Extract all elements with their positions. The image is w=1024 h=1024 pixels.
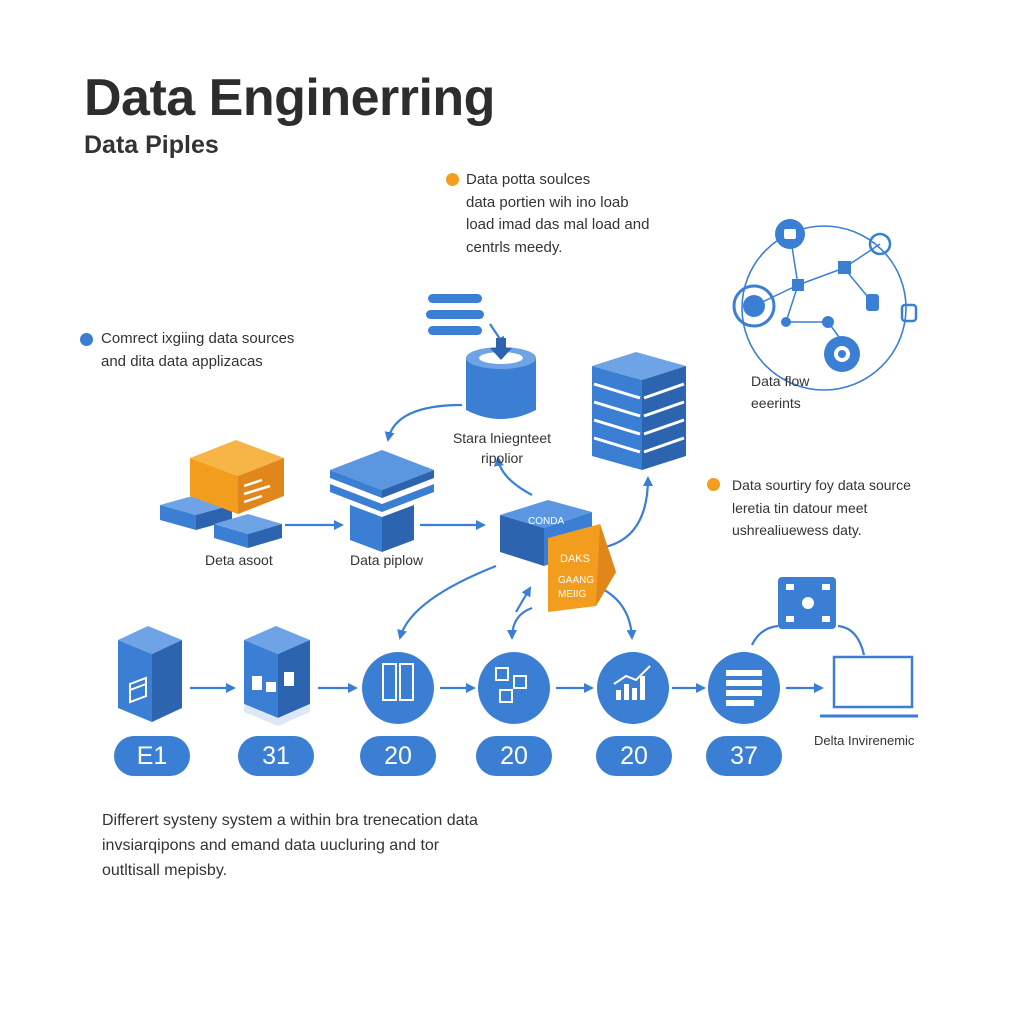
note-left-bullet [80, 333, 93, 346]
stage-pill: 20 [476, 736, 552, 776]
chip-top-label: CONDA [528, 516, 564, 527]
chip-orange-line-2: GAANG [558, 575, 594, 586]
data-asset-icon [160, 440, 284, 548]
note-right: Data sourtiry foy data source leretia ti… [732, 474, 911, 542]
arrow-connector [751, 624, 779, 646]
table-icon [708, 652, 780, 724]
arrow-connector [493, 456, 533, 496]
stage-pill: 37 [706, 736, 782, 776]
footer-line: Differert systeny system a within bra tr… [102, 812, 478, 829]
stage-pill: 20 [360, 736, 436, 776]
chip-orange-line-3: MEIIG [558, 589, 587, 600]
page-subtitle: Data Piples [84, 131, 219, 159]
arrow-connector [599, 476, 653, 550]
arrow-connector [397, 564, 497, 640]
footer-line: invsiarqipons and emand data uucluring a… [102, 837, 440, 854]
stage-circle-icons [362, 652, 780, 724]
stage-pill: 20 [596, 736, 672, 776]
arrow-connector [515, 586, 532, 613]
orange-chip-icon [548, 524, 616, 612]
note-top-line: centrls meedy. [466, 238, 563, 256]
data-flow-label-line: eeerints [751, 395, 801, 411]
chip-orange-line-1: DAKS [560, 553, 590, 565]
data-pipeline-label: Data piplow [350, 552, 424, 568]
network-hub-icon [732, 219, 918, 391]
note-right-bullet [707, 478, 720, 491]
environment-label: Delta Invirenemic [814, 733, 915, 748]
arrow-connector [384, 403, 463, 442]
server-rack-icon [362, 652, 434, 724]
note-top: Data potta soulces data portien wih ino … [466, 169, 649, 259]
footer-description: Differert systeny system a within bra tr… [102, 808, 478, 883]
storage-label: Stara lniegnteet ripolior [442, 428, 562, 468]
note-left: Comrect ixgiing data sources and dita da… [101, 328, 294, 373]
stage-pill: 31 [238, 736, 314, 776]
data-asset-label: Deta asoot [205, 552, 273, 568]
storage-label-line: Stara lniegnteet [452, 430, 552, 446]
database-cylinder-icon [466, 338, 536, 419]
dashboard-icon [778, 577, 836, 629]
note-right-line: leretia tin datour meet [732, 499, 868, 516]
note-top-line: data portien wih ino loab [466, 193, 629, 211]
note-top-line: load imad das mal load and [466, 216, 650, 233]
storage-label-line: ripolior [480, 450, 523, 466]
note-left-line: Comrect ixgiing data sources [101, 330, 295, 347]
data-flow-label: Data flow eeerints [751, 370, 809, 414]
note-top-line: Data potta soulces [466, 171, 591, 188]
note-left-line: and dita data applizacas [101, 352, 263, 370]
note-right-line: Data sourtiry foy data source [732, 477, 911, 493]
footer-line: outltisall mepisby. [102, 862, 228, 879]
arrow-connector [507, 606, 533, 640]
note-top-bullet [446, 173, 459, 186]
signal-wave-icon [426, 294, 484, 335]
laptop-icon [820, 655, 918, 718]
stage-pill: E1 [114, 736, 190, 776]
server-stack-icon [592, 352, 686, 470]
processing-stack-icon [244, 626, 310, 726]
note-right-line: ushrealiuewess daty. [732, 522, 862, 538]
arrow-connector [837, 624, 866, 656]
page-title: Data Enginerring [84, 69, 495, 127]
data-pipeline-icon [330, 450, 434, 552]
storage-stack-icon [118, 626, 182, 722]
data-flow-label-line: Data flow [751, 373, 810, 389]
connector-arrows [190, 323, 866, 693]
